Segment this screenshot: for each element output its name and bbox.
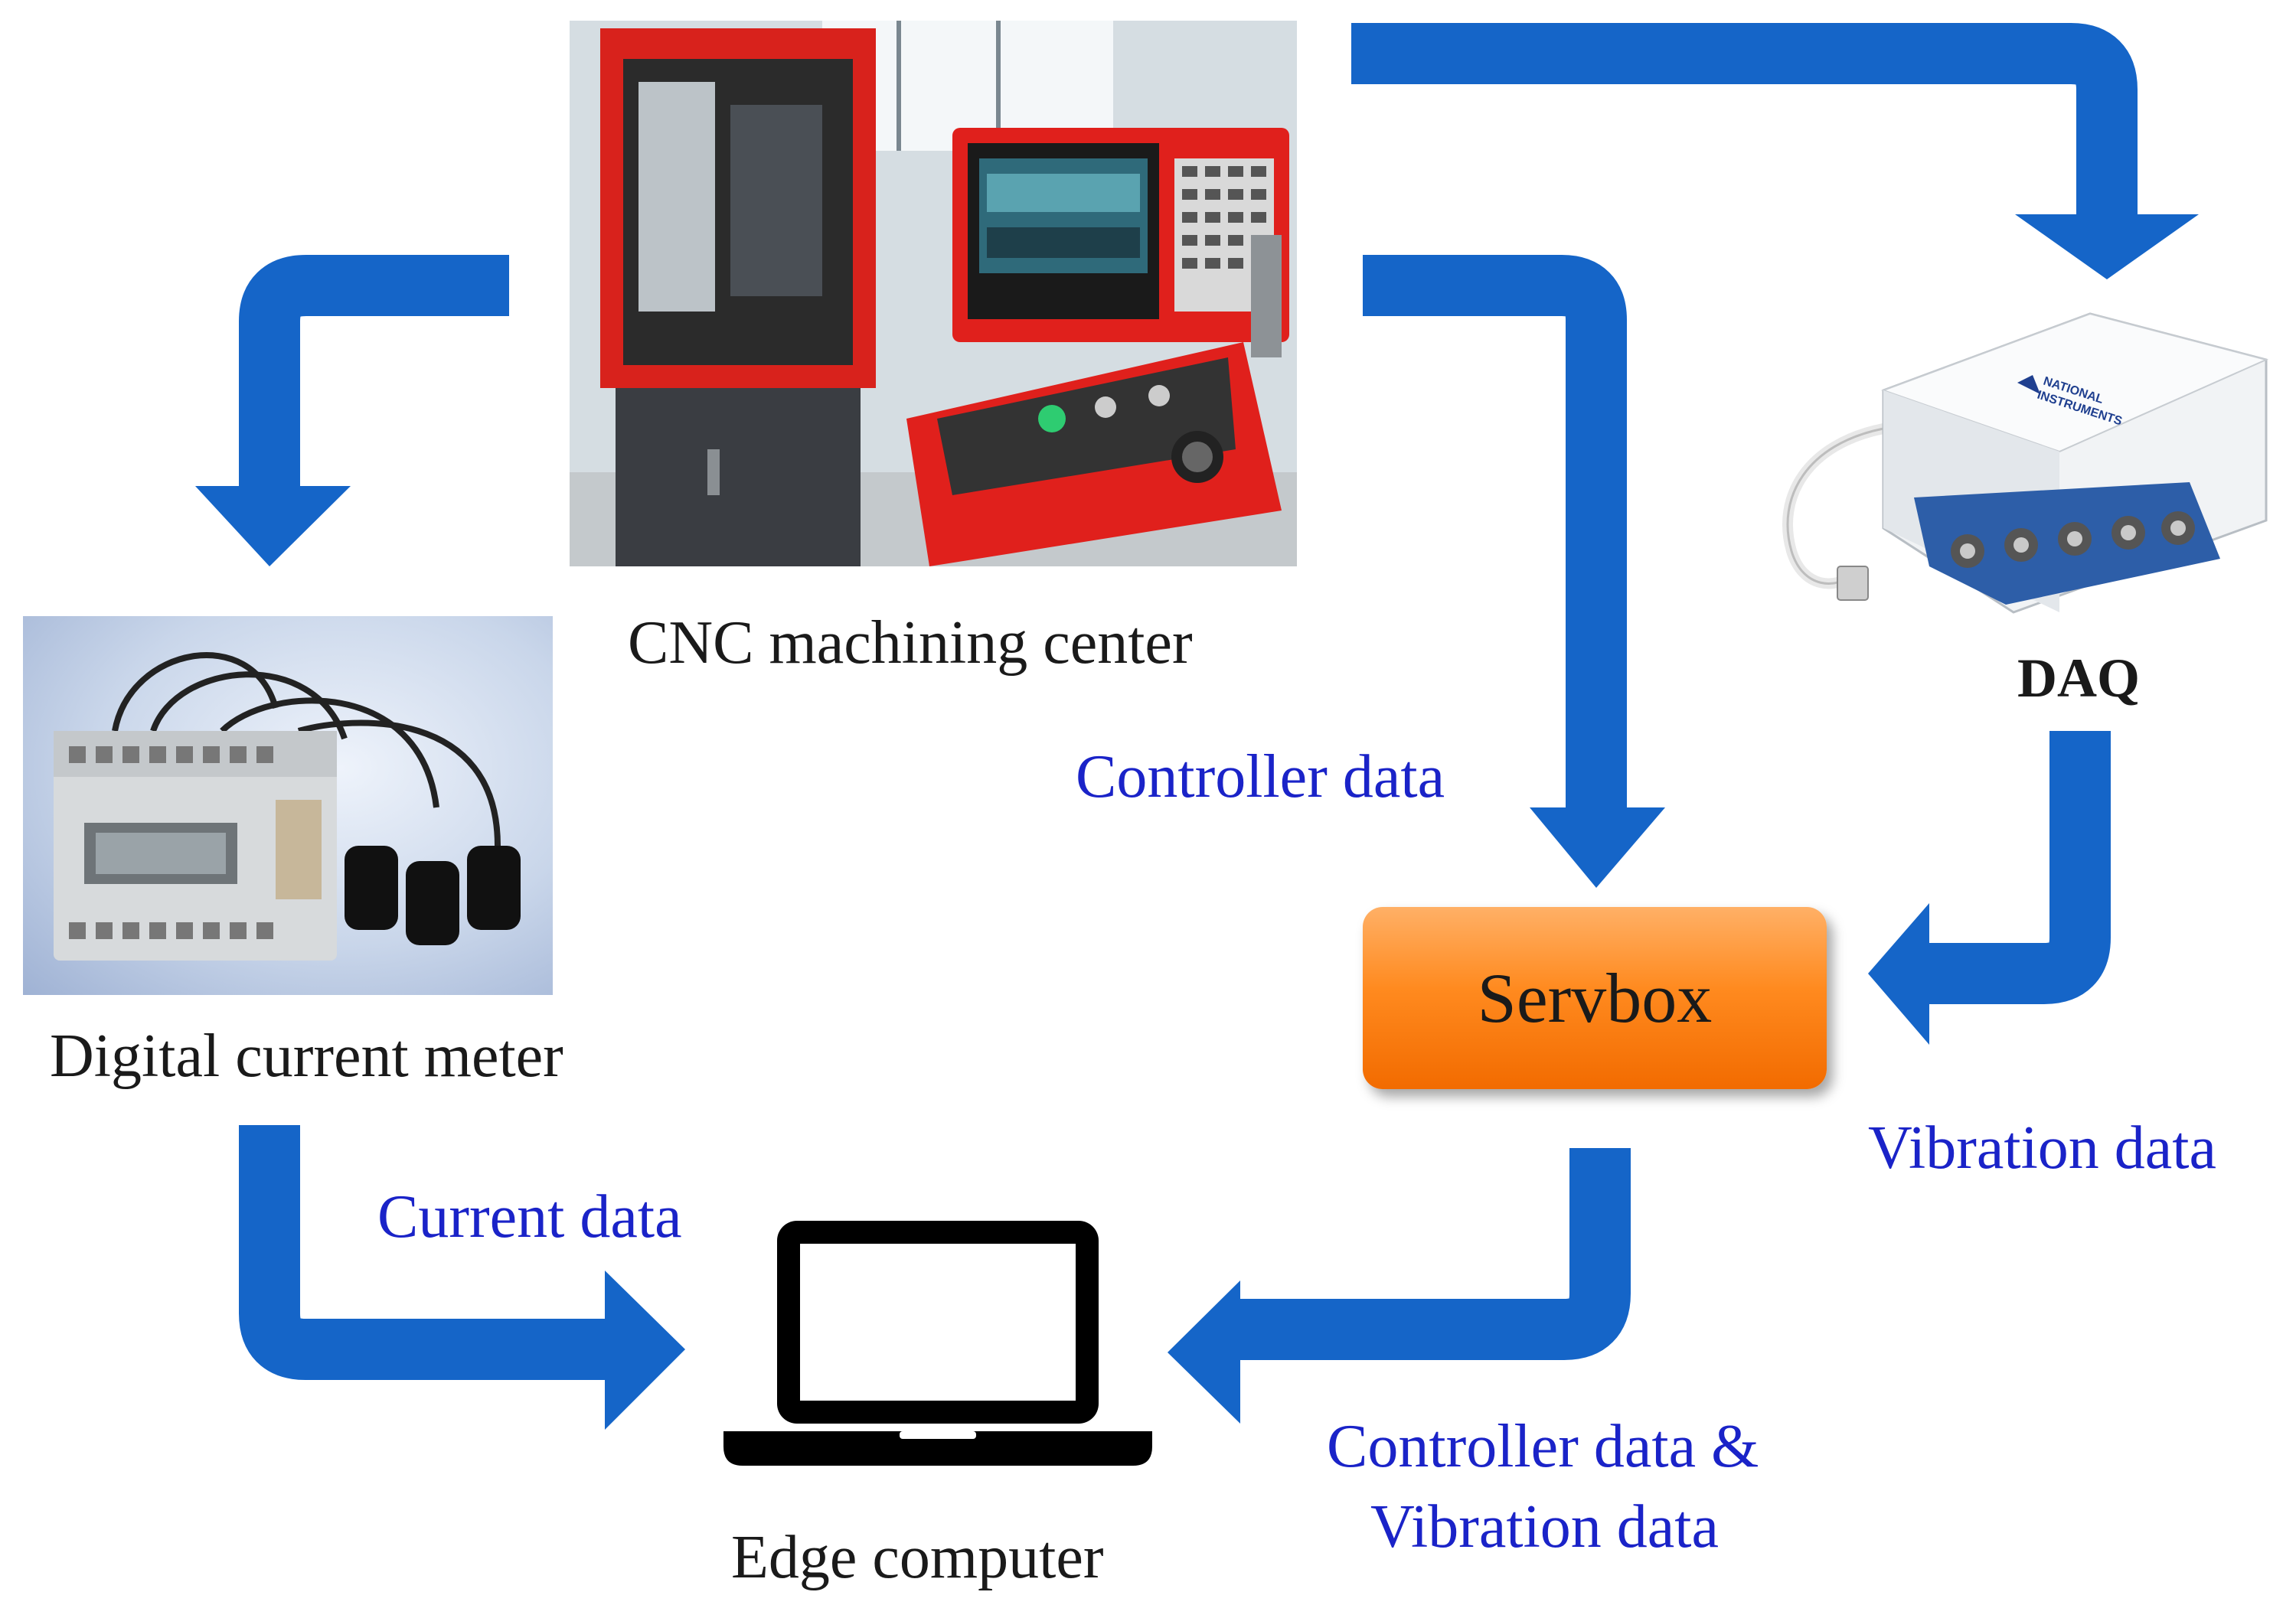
arrow-cnc-to-servbox-head [1530, 807, 1665, 888]
arrow-cnc-to-meter-head [195, 486, 351, 566]
daq-label: DAQ [2017, 648, 2140, 709]
arrow-meter-to-edge-head [605, 1271, 685, 1430]
servbox-label: Servbox [1477, 959, 1713, 1037]
cnc-photo [570, 21, 1297, 566]
servbox-node: Servbox [1363, 907, 1827, 1089]
laptop-icon [723, 1221, 1152, 1466]
daq-photo: NATIONAL INSTRUMENTS [1761, 298, 2281, 651]
combined-data-label-line1: Controller data & [1327, 1413, 1759, 1480]
current-data-label: Current data [377, 1183, 682, 1251]
arrow-cnc-to-daq-head [2015, 214, 2199, 279]
arrow-meter-to-edge [239, 1125, 605, 1380]
combined-data-label-line2: Vibration data [1370, 1493, 1720, 1561]
current-meter-photo [23, 616, 553, 995]
arrow-daq-to-servbox-head [1868, 903, 1929, 1045]
controller-data-label: Controller data [1076, 743, 1445, 811]
edge-computer-label: Edge computer [731, 1524, 1104, 1591]
arrow-servbox-to-edge-head [1168, 1280, 1240, 1424]
vibration-data-label: Vibration data [1868, 1114, 2217, 1182]
arrow-servbox-to-edge [1240, 1148, 1631, 1360]
arrow-cnc-to-daq [1351, 23, 2138, 214]
cnc-label: CNC machining center [628, 609, 1193, 677]
arrow-daq-to-servbox [1929, 731, 2111, 1004]
meter-label: Digital current meter [50, 1023, 563, 1090]
arrow-cnc-to-meter [239, 255, 509, 486]
arrow-cnc-to-servbox [1363, 255, 1627, 807]
